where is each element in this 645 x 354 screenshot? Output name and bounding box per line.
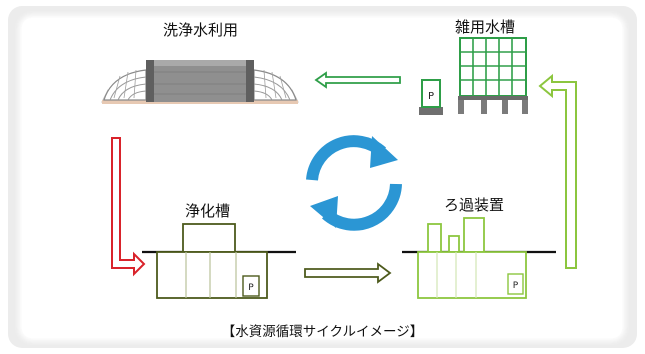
label-misc-water-tank: 雑用水槽 — [455, 18, 516, 36]
label-septic-tank: 浄化槽 — [185, 202, 231, 220]
septic-tank-icon — [142, 223, 296, 299]
cycle-arrows-icon — [306, 135, 402, 231]
pump-label: P — [428, 91, 434, 102]
water-tank-icon — [458, 37, 528, 114]
stadium-icon — [101, 60, 299, 104]
arrow-filtration-to-tank — [538, 73, 577, 269]
label-wash-water-use: 洗浄水利用 — [163, 21, 239, 39]
arrow-septic-to-filtration — [304, 262, 392, 284]
arrow-stadium-to-septic — [111, 137, 146, 277]
arrow-tank-to-stadium — [314, 71, 401, 89]
pump-icon — [419, 79, 443, 115]
label-filtration-device: ろ過装置 — [444, 196, 505, 214]
filtration-device-icon — [402, 217, 556, 299]
diagram-caption: 【水資源循環サイクルイメージ】 — [221, 324, 424, 340]
septic-pump-label: P — [248, 283, 254, 293]
filtration-pump-label: P — [513, 281, 519, 291]
